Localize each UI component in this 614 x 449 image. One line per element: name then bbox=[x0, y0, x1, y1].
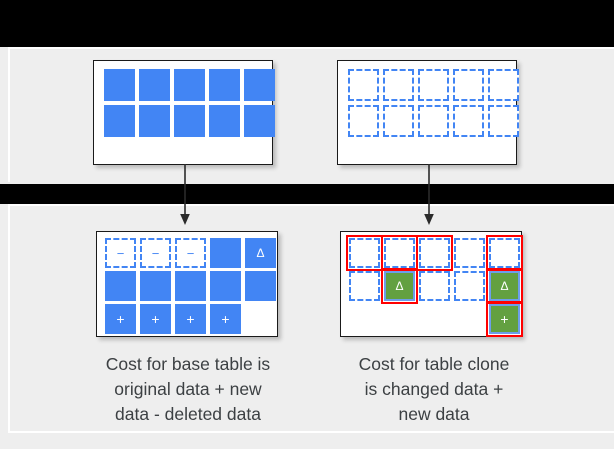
cell-dashed bbox=[488, 69, 519, 101]
cell-filled bbox=[174, 69, 205, 101]
cell-dashed bbox=[384, 238, 415, 268]
cell-changed: Δ bbox=[384, 271, 415, 301]
cell-dashed bbox=[418, 69, 449, 101]
cell-dashed bbox=[348, 69, 379, 101]
cell-dashed bbox=[453, 105, 484, 137]
delta-icon: Δ bbox=[500, 279, 509, 293]
cell-deleted: − bbox=[105, 238, 136, 268]
arrow-clone-to-clone bbox=[424, 164, 434, 225]
cell-dashed bbox=[419, 271, 450, 301]
left-guide-line-bottom bbox=[8, 206, 10, 431]
cell-dashed bbox=[383, 69, 414, 101]
bottom-panel-top-guide bbox=[8, 204, 614, 206]
plus-icon: + bbox=[186, 311, 195, 327]
cell-filled bbox=[105, 271, 136, 301]
plus-icon: + bbox=[500, 311, 509, 327]
cell-filled bbox=[244, 105, 275, 137]
plus-icon: + bbox=[221, 311, 230, 327]
cell-new: + bbox=[105, 304, 136, 334]
minus-icon: − bbox=[151, 245, 160, 261]
cell-filled bbox=[210, 271, 241, 301]
cell-dashed bbox=[419, 238, 450, 268]
cell-new: + bbox=[175, 304, 206, 334]
cell-filled bbox=[210, 238, 241, 268]
cell-filled bbox=[245, 271, 276, 301]
delta-icon: Δ bbox=[256, 246, 265, 260]
cell-dashed bbox=[349, 271, 380, 301]
cell-dashed bbox=[453, 69, 484, 101]
cell-dashed bbox=[348, 105, 379, 137]
cell-deleted: − bbox=[175, 238, 206, 268]
cell-filled bbox=[209, 105, 240, 137]
card-base-table-original bbox=[93, 60, 275, 165]
cell-dashed bbox=[383, 105, 414, 137]
plus-icon: + bbox=[151, 311, 160, 327]
cell-new: + bbox=[140, 304, 171, 334]
left-guide-line-top bbox=[8, 49, 10, 182]
cell-filled bbox=[104, 105, 135, 137]
delta-icon: Δ bbox=[395, 279, 404, 293]
cell-dashed bbox=[454, 271, 485, 301]
arrow-base-to-base bbox=[180, 164, 190, 225]
top-panel-top-guide bbox=[8, 47, 614, 49]
cell-new: + bbox=[489, 304, 520, 334]
caption-line: Cost for table clone bbox=[358, 354, 510, 374]
cell-filled bbox=[104, 69, 135, 101]
minus-icon: − bbox=[186, 245, 195, 261]
cell-filled bbox=[174, 105, 205, 137]
caption-line: new data bbox=[398, 403, 470, 424]
card-table-clone-after-changes: Δ Δ + bbox=[340, 231, 523, 337]
cell-changed: Δ bbox=[245, 238, 276, 268]
cell-filled bbox=[175, 271, 206, 301]
caption-line: is changed data + bbox=[364, 378, 504, 399]
card-base-table-after-changes: − − − Δ + + + + bbox=[96, 231, 278, 337]
cell-deleted: − bbox=[140, 238, 171, 268]
caption-line: data - deleted data bbox=[115, 403, 261, 424]
bottom-guide-line bbox=[8, 431, 614, 433]
cell-filled bbox=[140, 271, 171, 301]
cell-changed: Δ bbox=[489, 271, 520, 301]
cell-dashed bbox=[349, 238, 380, 268]
caption-line: Cost for base table is bbox=[105, 354, 271, 374]
cell-dashed bbox=[418, 105, 449, 137]
caption-base-table: Cost for base table is original data + n… bbox=[88, 352, 288, 427]
cell-filled bbox=[209, 69, 240, 101]
plus-icon: + bbox=[116, 311, 125, 327]
caption-table-clone: Cost for table clone is changed data + n… bbox=[336, 352, 532, 427]
cell-dashed bbox=[454, 238, 485, 268]
cell-filled bbox=[139, 105, 170, 137]
cell-filled bbox=[244, 69, 275, 101]
caption-line: original data + new bbox=[114, 378, 262, 399]
cell-new: + bbox=[210, 304, 241, 334]
minus-icon: − bbox=[116, 245, 125, 261]
card-table-clone-empty bbox=[337, 60, 519, 165]
cell-dashed bbox=[488, 105, 519, 137]
cell-dashed bbox=[489, 238, 520, 268]
cell-filled bbox=[139, 69, 170, 101]
